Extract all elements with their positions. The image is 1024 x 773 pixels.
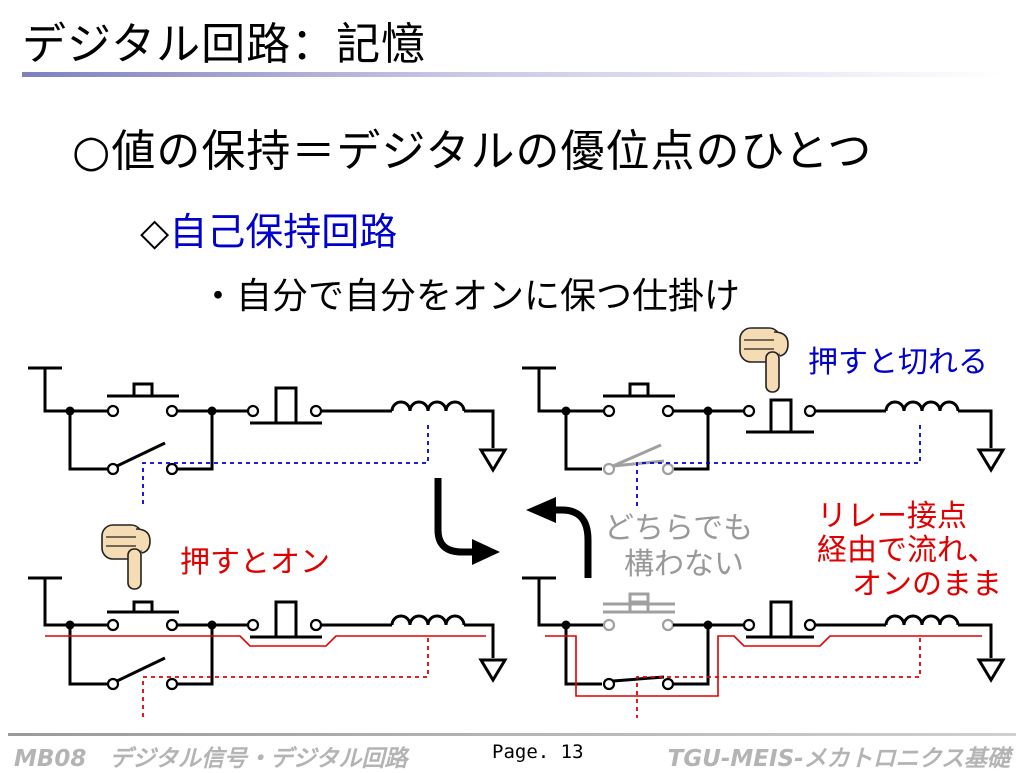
label-press-on: 押すとオン: [180, 545, 330, 580]
pointing-hand-icon: [101, 524, 151, 590]
label-press-off: 押すと切れる: [808, 345, 988, 380]
pointing-hand-icon: [739, 327, 789, 393]
curved-arrow-icon: [434, 478, 474, 556]
title-underline: [22, 72, 1002, 77]
diamond-marker: ◇: [140, 210, 170, 254]
subheading: ◇自己保持回路: [140, 208, 397, 256]
footer-page-number: Page. 13: [492, 741, 584, 763]
curved-arrow-icon: [552, 506, 592, 578]
subheading-text: 自己保持回路: [169, 210, 398, 254]
slide-title: デジタル回路：記憶: [22, 19, 427, 70]
circuit-initial: [28, 366, 508, 508]
bullet-point: ・自分で自分をオンに保つ仕掛け: [200, 276, 741, 317]
label-either-line1: どちらでも: [604, 511, 753, 546]
footer-divider: [8, 733, 1016, 736]
footer: MB08 デジタル信号・デジタル回路 Page. 13 TGU-MEIS-メカト…: [14, 739, 1014, 772]
circuit-release: [522, 327, 1006, 508]
label-either-line2: 構わない: [624, 547, 744, 582]
circuit-press-on: [28, 524, 508, 718]
circuit-self-held: [522, 576, 1006, 718]
label-relay-line2: 経由で流れ、: [817, 533, 997, 568]
label-relay-line3: オンのまま: [852, 567, 1002, 602]
label-relay-line1: リレー接点: [817, 499, 967, 534]
main-heading: ○値の保持＝デジタルの優位点のひとつ: [72, 126, 873, 177]
